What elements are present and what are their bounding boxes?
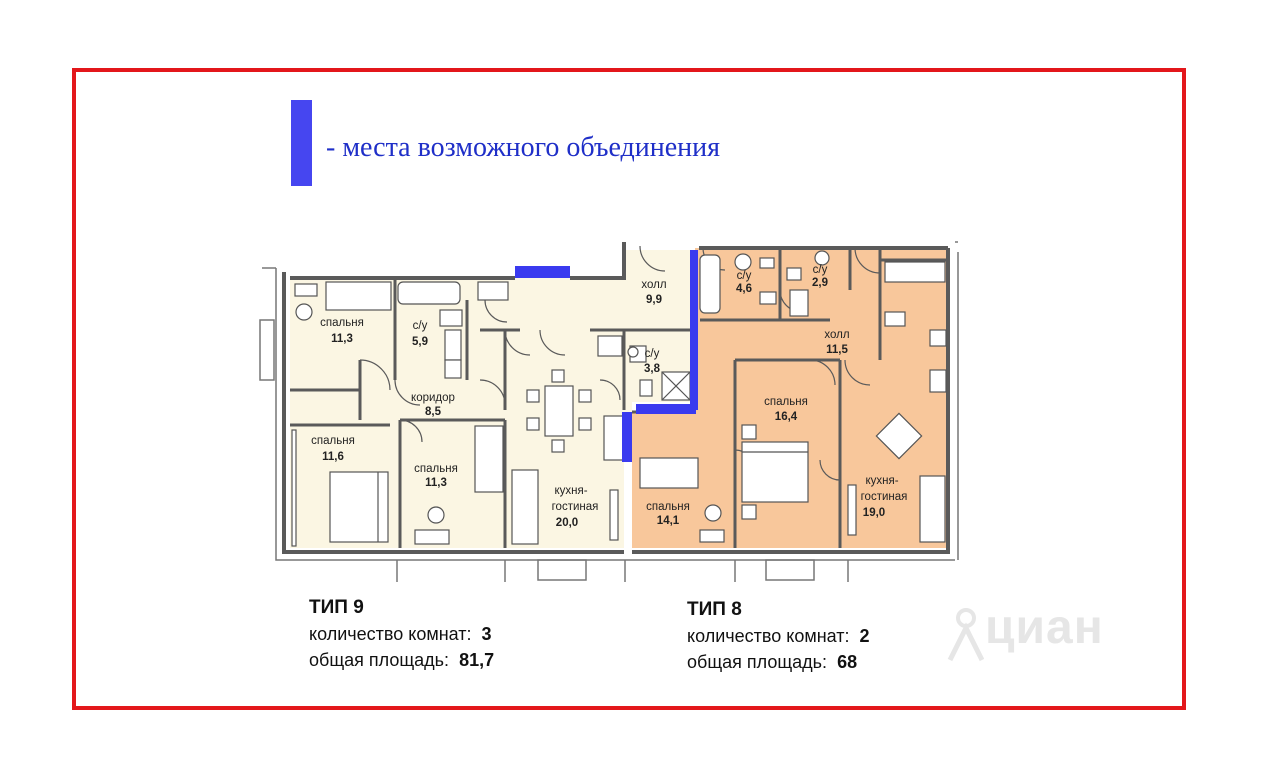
area-label: общая площадь: (309, 650, 450, 670)
bed-icon (741, 441, 809, 503)
room-name: холл (641, 279, 666, 291)
red-frame (72, 68, 1186, 710)
rooms-value: 3 (481, 624, 492, 644)
type9-area: общая площадь: 81,7 (309, 650, 494, 671)
room-name: гостиная (861, 491, 908, 503)
room-name: с/у (645, 348, 660, 360)
outer-walls (282, 242, 950, 554)
area-label: общая площадь: (687, 652, 828, 672)
desk-icon (639, 457, 699, 489)
legend-swatch (291, 100, 312, 186)
type9-fill (290, 250, 695, 548)
wardrobe-icon (325, 281, 392, 311)
room-area: 20,0 (556, 517, 578, 529)
type9-info: ТИП 9 количество комнат: 3 общая площадь:… (309, 597, 494, 671)
rooms-value: 2 (859, 626, 870, 646)
room-area: 4,6 (736, 283, 752, 295)
room-name: гостиная (552, 501, 599, 513)
desk-icon (474, 425, 504, 493)
type8-area: общая площадь: 68 (687, 652, 870, 673)
dining-table-icon (875, 412, 923, 460)
room-name: спальня (414, 463, 458, 475)
room-name: коридор (411, 392, 455, 404)
room-name: кухня- (865, 475, 898, 487)
outer-trims (259, 241, 959, 582)
area-value: 68 (837, 652, 858, 672)
room-name: с/у (413, 320, 428, 332)
room-name: кухня- (554, 485, 587, 497)
area-value: 81,7 (459, 650, 495, 670)
room-area: 11,3 (425, 477, 447, 489)
type9-rooms: количество комнат: 3 (309, 624, 494, 645)
interior-walls (290, 248, 948, 548)
room-area: 8,5 (425, 406, 442, 418)
room-area: 11,6 (322, 451, 344, 463)
dining-table-icon (544, 385, 574, 437)
rooms-label: количество комнат: (687, 626, 850, 646)
room-area: 3,8 (644, 363, 661, 375)
bathtub-icon (397, 281, 461, 305)
sofa-icon (919, 475, 946, 543)
type8-fill (632, 248, 948, 548)
type9-title: ТИП 9 (309, 597, 364, 618)
type8-title: ТИП 8 (687, 599, 742, 620)
furniture (291, 250, 947, 547)
room-name: спальня (311, 435, 355, 447)
room-area: 2,9 (812, 277, 828, 289)
room-area: 5,9 (412, 336, 428, 348)
watermark-text: циан (985, 601, 1104, 654)
room-area: 16,4 (775, 411, 798, 423)
type8-info: ТИП 8 количество комнат: 2 общая площадь:… (687, 599, 870, 673)
room-name: спальня (320, 317, 364, 329)
room-name: с/у (737, 270, 752, 282)
room-area: 9,9 (646, 294, 662, 306)
room-area: 19,0 (863, 507, 885, 519)
merge-markers (515, 250, 698, 462)
room-area: 14,1 (657, 515, 680, 527)
room-name: с/у (813, 264, 828, 276)
room-name: спальня (764, 396, 808, 408)
type8-rooms: количество комнат: 2 (687, 626, 870, 647)
bed-icon (329, 471, 389, 543)
room-name: холл (824, 329, 849, 341)
room-name: спальня (646, 501, 690, 513)
sofa-icon (511, 469, 539, 545)
door-swings (359, 245, 881, 481)
rooms-label: количество комнат: (309, 624, 472, 644)
cian-logo-icon (947, 608, 984, 662)
room-area: 11,5 (826, 344, 848, 356)
room-area: 11,3 (331, 333, 353, 345)
legend-text: - места возможного объединения (326, 132, 721, 163)
